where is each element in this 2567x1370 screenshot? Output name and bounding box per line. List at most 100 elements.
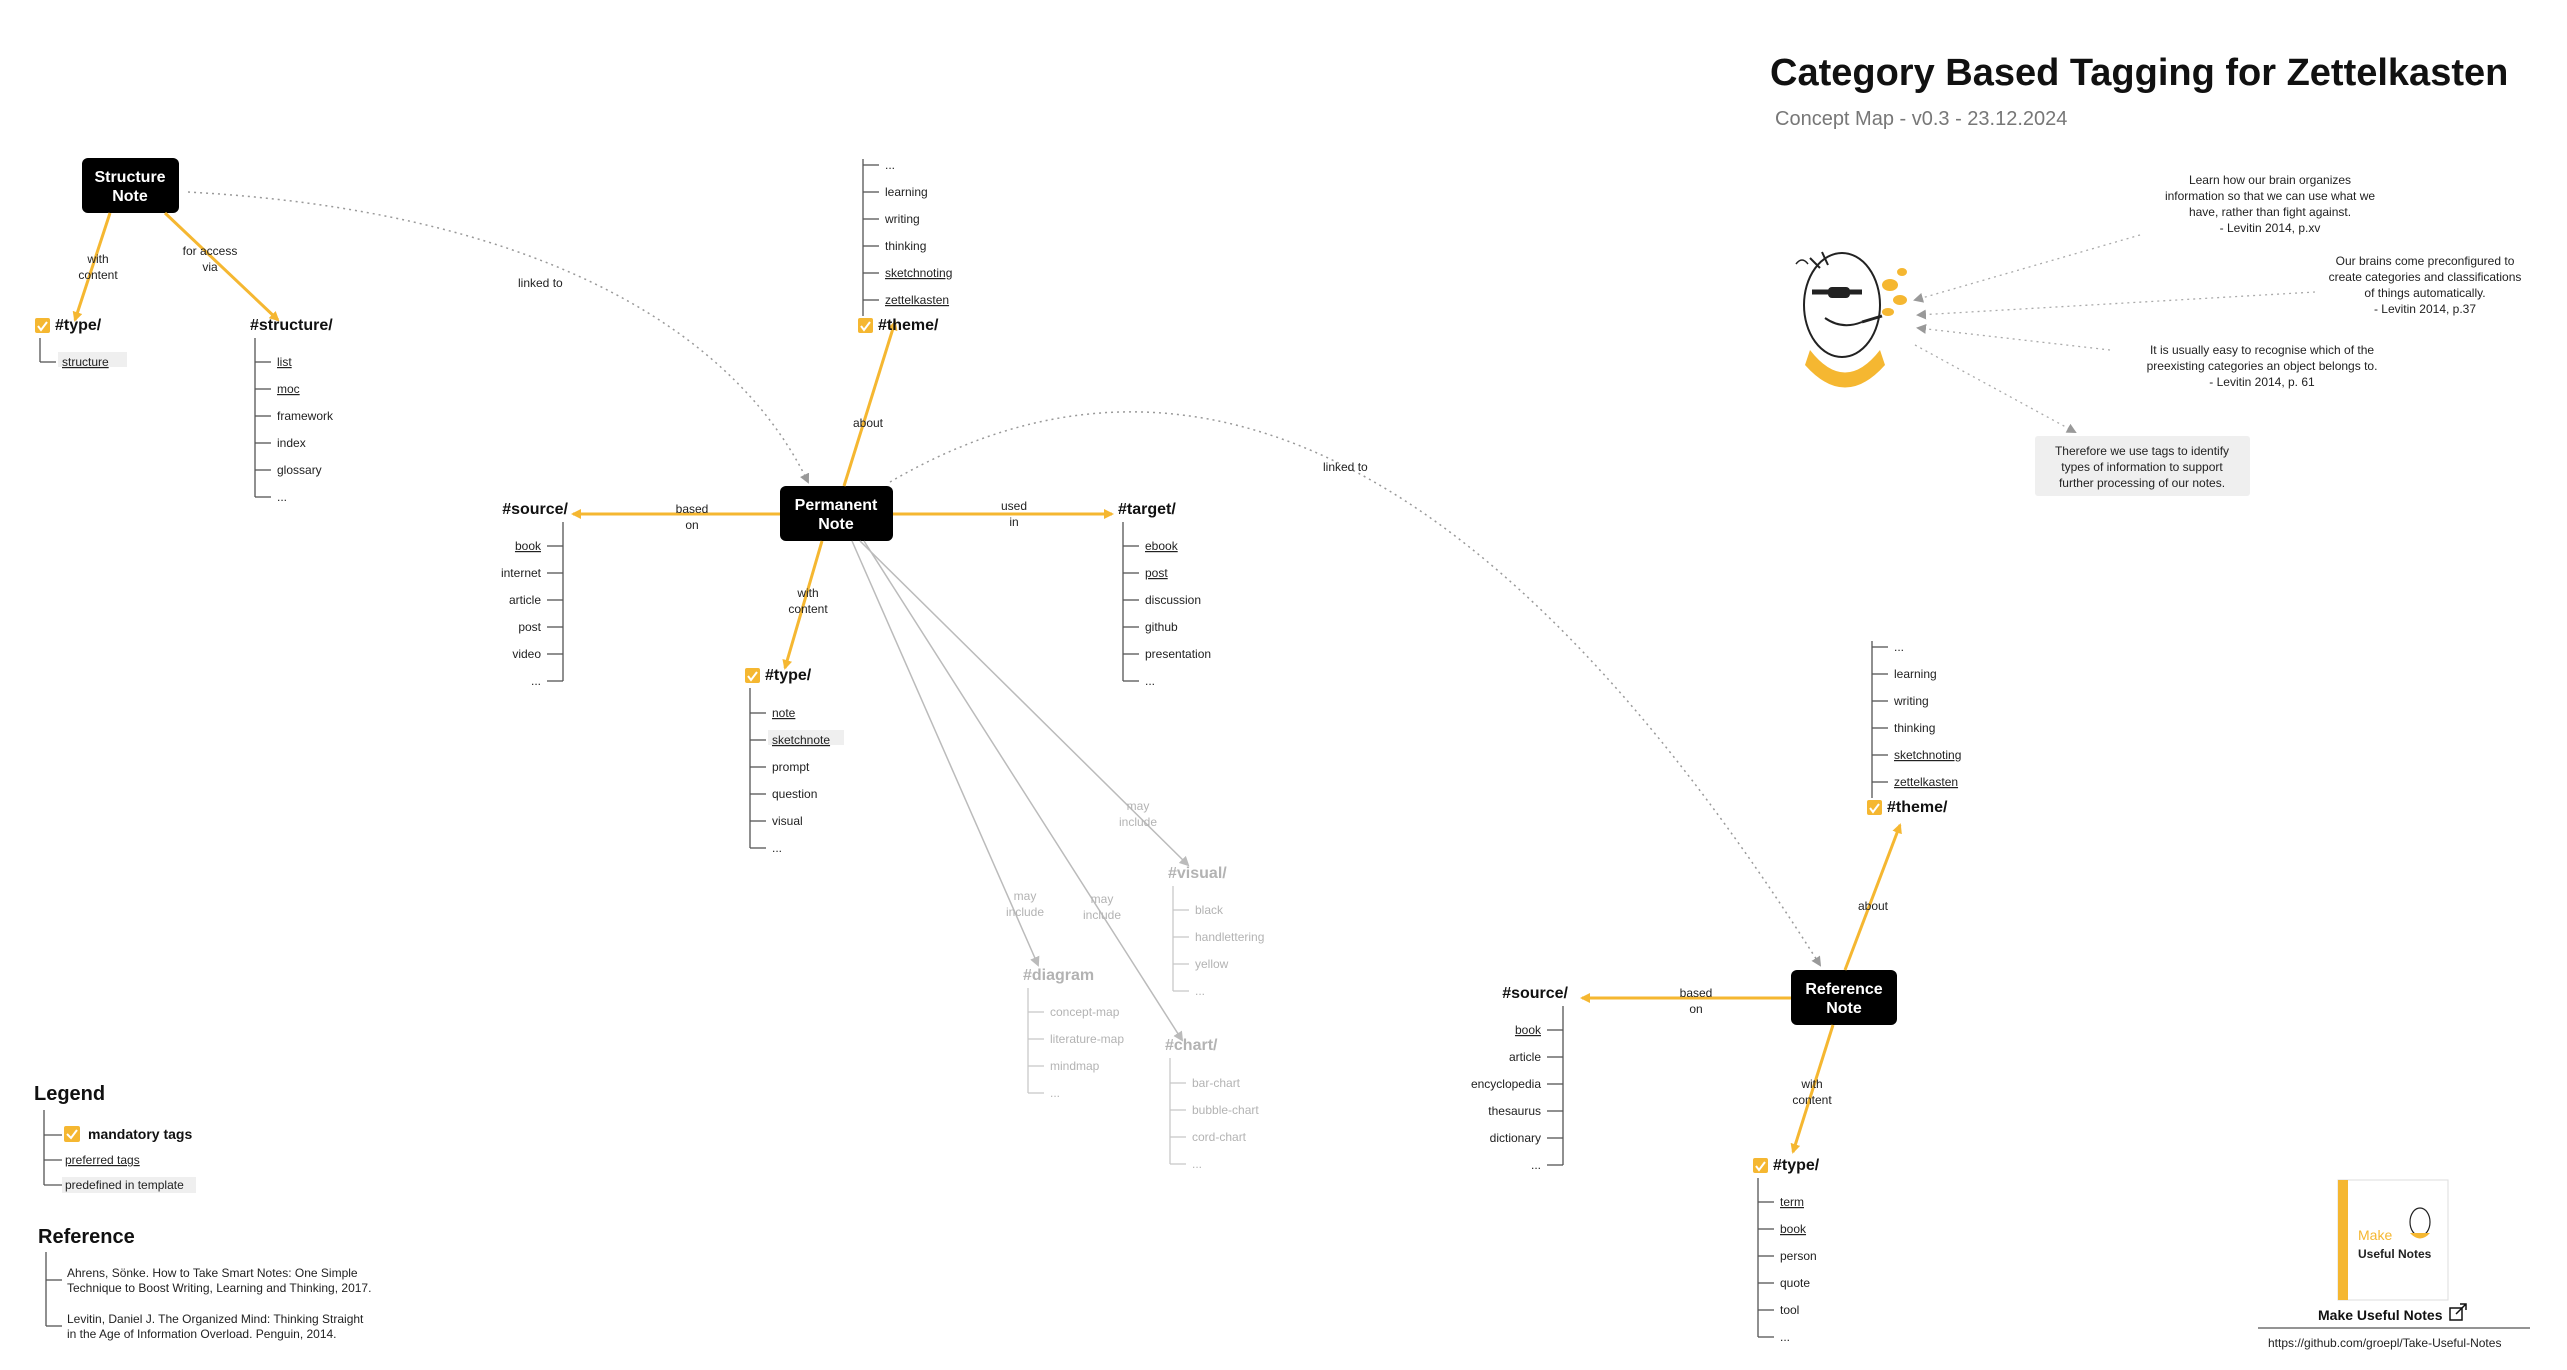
edge-label-about-2: about (1858, 899, 1889, 913)
edge-label-based-2: based (1680, 986, 1713, 1000)
tag-item[interactable]: ... (772, 841, 782, 855)
tag-item[interactable]: mindmap (1050, 1059, 1100, 1073)
tag-header-r_type: #type/ (1773, 1157, 1820, 1174)
tag-item[interactable]: github (1145, 620, 1178, 634)
tag-item[interactable]: bar-chart (1192, 1076, 1241, 1090)
tag-tree-s_type: #type/structure (35, 317, 127, 369)
tag-item[interactable]: learning (1894, 667, 1937, 681)
tag-header-p_source: #source/ (502, 501, 568, 518)
tag-item[interactable]: ... (1050, 1086, 1060, 1100)
tag-header-p_chart: #chart/ (1165, 1037, 1218, 1054)
tag-item[interactable]: writing (884, 212, 920, 226)
quote-2: Our brains come preconfigured to create … (2329, 254, 2522, 316)
tag-item[interactable]: yellow (1195, 957, 1229, 971)
tag-item[interactable]: ... (1894, 640, 1904, 654)
tag-item[interactable]: thinking (885, 239, 926, 253)
structure-note-node[interactable]: Structure Note (82, 158, 179, 213)
quote-1-line-4: - Levitin 2014, p.xv (2220, 221, 2321, 235)
tag-item[interactable]: article (1509, 1050, 1541, 1064)
reference-title: Reference (38, 1226, 135, 1248)
tag-item[interactable]: sketchnoting (885, 266, 952, 280)
tag-item[interactable]: book (1780, 1222, 1807, 1236)
tag-item[interactable]: presentation (1145, 647, 1211, 661)
permanent-note-line2: Note (818, 516, 854, 533)
tag-item[interactable]: article (509, 593, 541, 607)
tag-item[interactable]: post (1145, 566, 1168, 580)
tag-item[interactable]: ... (1780, 1330, 1790, 1344)
tag-item[interactable]: sketchnote (772, 733, 830, 747)
tag-item[interactable]: zettelkasten (1894, 775, 1958, 789)
tag-item[interactable]: video (512, 647, 541, 661)
tag-item[interactable]: glossary (277, 463, 322, 477)
book-cover[interactable]: Make Useful Notes (2337, 1179, 2449, 1301)
tag-item[interactable]: ... (1192, 1157, 1202, 1171)
thinking-character-icon (1795, 251, 1907, 388)
tag-item[interactable]: bubble-chart (1192, 1103, 1259, 1117)
tag-tree-p_theme: #theme/...learningwritingthinkingsketchn… (858, 158, 952, 334)
tag-item[interactable]: quote (1780, 1276, 1810, 1290)
tag-item[interactable]: concept-map (1050, 1005, 1120, 1019)
edge-permanent-visual (859, 540, 1190, 867)
tag-item[interactable]: ... (531, 674, 541, 688)
tag-item[interactable]: list (277, 355, 292, 369)
edge-label-about-1: about (853, 416, 884, 430)
tag-item[interactable]: zettelkasten (885, 293, 949, 307)
tag-header-s_type: #type/ (55, 317, 102, 334)
tag-item[interactable]: internet (501, 566, 542, 580)
tag-item[interactable]: dictionary (1490, 1131, 1541, 1145)
tag-item[interactable]: learning (885, 185, 928, 199)
tag-item[interactable]: tool (1780, 1303, 1799, 1317)
tag-item[interactable]: ... (885, 158, 895, 172)
edge-reference-theme (1843, 823, 1902, 971)
tag-tree-r_theme: #theme/...learningwritingthinkingsketchn… (1867, 640, 1961, 816)
permanent-note-node[interactable]: Permanent Note (780, 486, 893, 541)
tag-item[interactable]: index (277, 436, 306, 450)
edge-structure-structure (163, 211, 280, 322)
tag-item[interactable]: ebook (1145, 539, 1179, 553)
tag-item[interactable]: question (772, 787, 817, 801)
edge-label-on-2: on (1689, 1002, 1702, 1016)
reference-1-line-2: Technique to Boost Writing, Learning and… (67, 1281, 371, 1295)
tag-item[interactable]: thinking (1894, 721, 1935, 735)
tag-item[interactable]: framework (277, 409, 334, 423)
tag-item[interactable]: cord-chart (1192, 1130, 1247, 1144)
tag-item[interactable]: ... (277, 490, 287, 504)
tag-item[interactable]: ... (1195, 984, 1205, 998)
tag-item[interactable]: prompt (772, 760, 810, 774)
reference-2-line-1: Levitin, Daniel J. The Organized Mind: T… (67, 1312, 364, 1326)
brand-url[interactable]: https://github.com/groepl/Take-Useful-No… (2268, 1336, 2501, 1350)
link-permanent-to-reference (889, 411, 1822, 967)
tag-item[interactable]: structure (62, 355, 109, 369)
tag-item[interactable]: moc (277, 382, 300, 396)
tag-item[interactable]: handlettering (1195, 930, 1264, 944)
tag-item[interactable]: ... (1145, 674, 1155, 688)
page-title: Category Based Tagging for Zettelkasten (1770, 52, 2508, 94)
tag-item[interactable]: post (518, 620, 541, 634)
tag-item[interactable]: writing (1893, 694, 1929, 708)
quote-4-box: Therefore we use tags to identify types … (2035, 436, 2250, 496)
tag-tree-p_target: #target/ebook post discussion github present… (1118, 501, 1211, 688)
quote-1-line-3: have, rather than fight against. (2189, 205, 2351, 219)
external-link-icon[interactable] (2449, 1303, 2467, 1321)
tag-item[interactable]: ... (1531, 1158, 1541, 1172)
tag-header-r_source: #source/ (1502, 985, 1568, 1002)
cover-title-useful-notes: Useful Notes (2358, 1247, 2432, 1261)
tag-item[interactable]: book (515, 539, 542, 553)
edge-label-content: content (78, 268, 118, 282)
tag-item[interactable]: book (1515, 1023, 1542, 1037)
tag-item[interactable]: literature-map (1050, 1032, 1124, 1046)
tag-item[interactable]: sketchnoting (1894, 748, 1961, 762)
reference-note-node[interactable]: Reference Note (1791, 970, 1897, 1025)
tag-item[interactable]: encyclopedia (1471, 1077, 1541, 1091)
tag-item[interactable]: black (1195, 903, 1224, 917)
tag-item[interactable]: person (1780, 1249, 1817, 1263)
tag-item[interactable]: discussion (1145, 593, 1201, 607)
tag-item[interactable]: term (1780, 1195, 1804, 1209)
tag-tree-p_visual: #visual/blackhandletteringyellow... (1168, 865, 1264, 998)
brand-name-link[interactable]: Make Useful Notes (2318, 1307, 2443, 1323)
tag-item[interactable]: note (772, 706, 796, 720)
tag-header-p_target: #target/ (1118, 501, 1176, 518)
tag-item[interactable]: thesaurus (1488, 1104, 1541, 1118)
checkbox-icon (35, 318, 50, 333)
tag-item[interactable]: visual (772, 814, 803, 828)
